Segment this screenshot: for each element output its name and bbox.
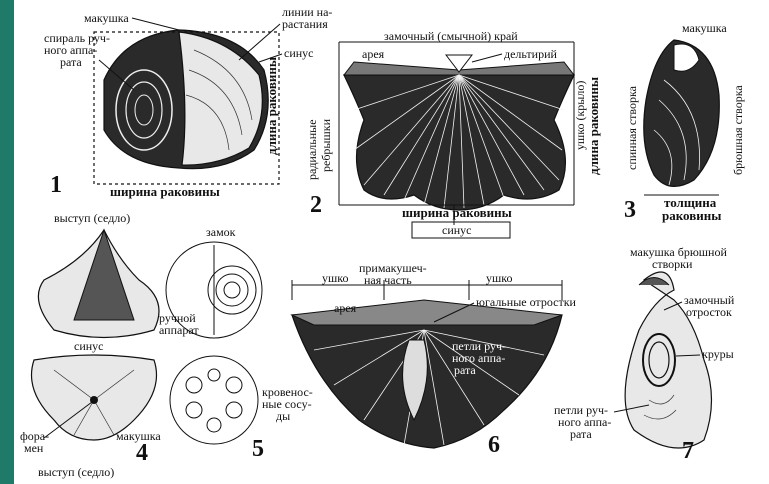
fig2-label-width: ширина раковины <box>402 205 512 220</box>
figure-3: макушка спинная створка брюшная створка … <box>624 21 745 223</box>
fig2-label-length: длина раковины <box>586 77 601 175</box>
fig1-label-width: ширина раковины <box>110 184 220 199</box>
fig5-label-vessels-3: ды <box>276 409 290 423</box>
fig3-label-ventral: брюшная створка <box>731 85 745 175</box>
figure-6: ушко примакушеч- ная часть ушко арея юга… <box>292 261 577 458</box>
figure-1: макушка спираль руч- ного аппа- рата лин… <box>44 5 332 199</box>
fig6-number: 6 <box>488 432 500 458</box>
fig2-label-deltyrium: дельтирий <box>504 47 558 61</box>
fig7-label-cardinal-2: отросток <box>686 305 732 319</box>
fig4-label-foramen-2: мен <box>24 441 44 455</box>
fig2-label-ribs-1: радиальные <box>305 119 319 180</box>
brachiopod-morphology-diagram: макушка спираль руч- ного аппа- рата лин… <box>14 0 769 484</box>
fig7-label-beak-2: створки <box>652 257 693 271</box>
fig5-number: 5 <box>252 436 264 462</box>
fig6-label-area: арея <box>334 301 357 315</box>
fig6-label-beak-2: ная часть <box>364 273 412 287</box>
fig5-label-brachial-2: аппарат <box>159 323 199 337</box>
fig2-number: 2 <box>310 192 322 218</box>
fig3-label-dorsal: спинная створка <box>625 85 639 170</box>
fig4-label-saddle-bottom: выступ (седло) <box>38 465 114 479</box>
fig6-label-jugal: югальные отростки <box>476 295 577 309</box>
fig1-shell-right <box>179 32 262 165</box>
fig3-label-thickness-2: раковины <box>662 208 721 223</box>
fig3-number: 3 <box>624 197 636 223</box>
fig6-label-ear-right: ушко <box>486 271 512 285</box>
fig7-number: 7 <box>682 438 694 464</box>
figure-2: замочный (смычной) край арея дельтирий у… <box>305 29 601 238</box>
fig1-number: 1 <box>50 172 62 198</box>
figure-5: замок ручной аппарат кровенос- ные сосу-… <box>159 225 313 462</box>
figure-4: выступ (седло) синус фора- мен макушка в… <box>20 211 161 479</box>
fig1-label-makushka: макушка <box>84 11 129 25</box>
fig6-label-ear-left: ушко <box>322 271 348 285</box>
fig1-label-length: длина раковины <box>264 57 279 155</box>
fig5-label-lock: замок <box>206 225 236 239</box>
fig2-label-area: арея <box>362 47 385 61</box>
figure-panel: макушка спираль руч- ного аппа- рата лин… <box>14 0 769 484</box>
fig1-label-growth-2: растания <box>282 17 328 31</box>
fig7-label-crura: круры <box>702 347 734 361</box>
fig1-label-sinus: синус <box>284 46 314 60</box>
fig2-label-hinge: замочный (смычной) край <box>384 29 518 43</box>
fig7-label-loops-3: рата <box>570 427 592 441</box>
fig2-label-ribs-2: ребрышки <box>319 118 333 172</box>
fig3-label-makushka: макушка <box>682 21 727 35</box>
fig1-label-spiral-3: рата <box>60 55 82 69</box>
fig2-label-sinus: синус <box>442 223 472 237</box>
fig6-label-loops-3: рата <box>454 363 476 377</box>
fig4-label-sinus: синус <box>74 339 104 353</box>
fig4-number: 4 <box>136 440 148 466</box>
fig4-label-saddle-top: выступ (седло) <box>54 211 130 225</box>
figure-7: макушка брюшной створки замочный отросто… <box>554 245 735 464</box>
fig2-label-ear: ушко (крыло) <box>573 81 587 150</box>
fig2-shell <box>344 75 574 210</box>
